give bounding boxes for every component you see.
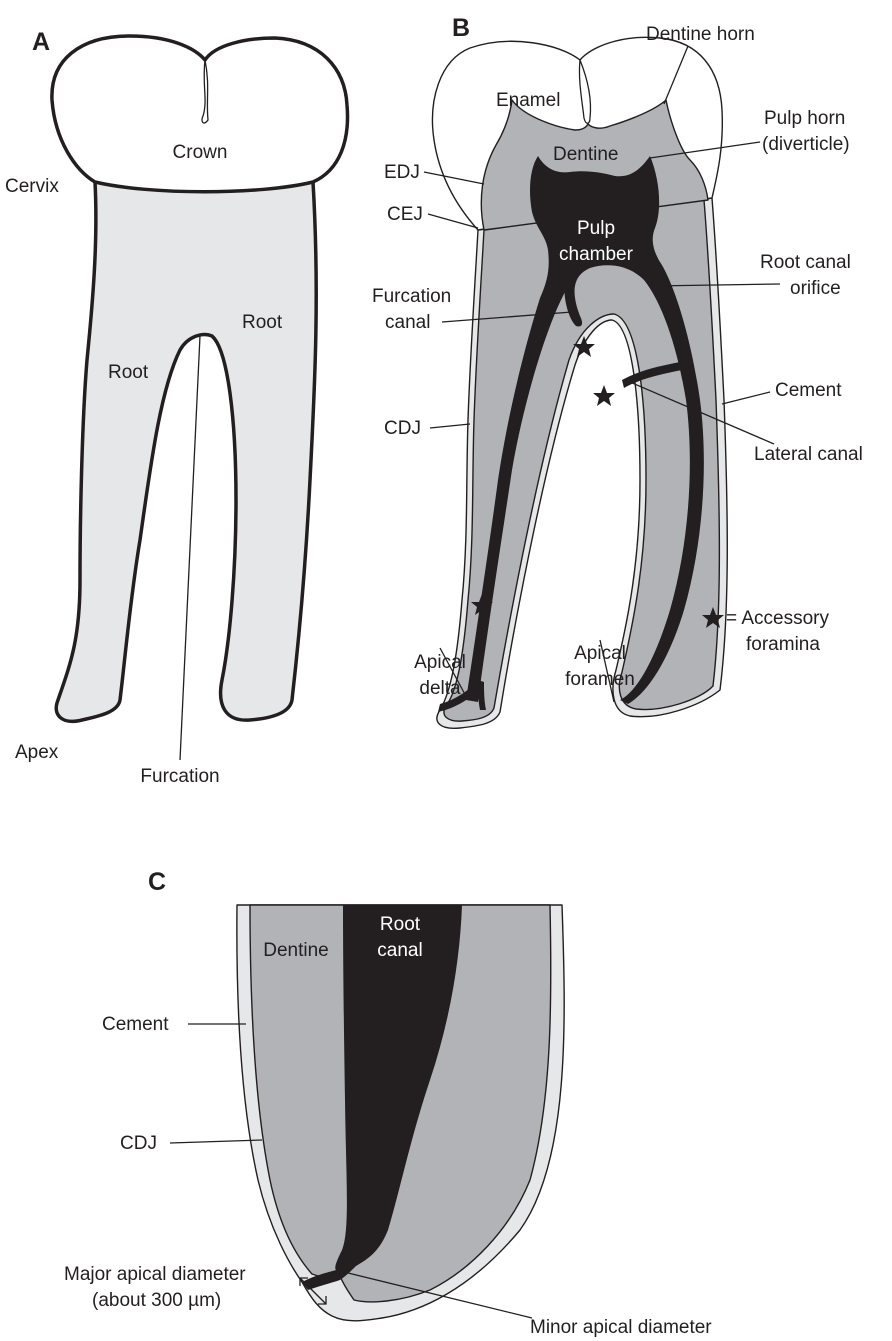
- panel-b-enamel-label: Enamel: [496, 90, 560, 111]
- panel-b-lateral-canal-label: Lateral canal: [754, 444, 863, 465]
- panel-c-major-apical-diameter-label-1: Major apical diameter: [64, 1264, 246, 1285]
- panel-b-dentine-label: Dentine: [553, 144, 619, 165]
- panel-b-accessory-foramina-label-2: foramina: [746, 634, 820, 655]
- panel-b-apical-foramen-label-1: Apical: [574, 643, 626, 664]
- panel-b-star-lateral: [593, 385, 615, 406]
- panel-b-pulp-horn-label-1: Pulp horn: [764, 108, 845, 129]
- panel-b-pulp-chamber-label-2: chamber: [559, 244, 634, 265]
- panel-a-cervix-label: Cervix: [5, 176, 59, 197]
- panel-c-root-canal-label-1: Root: [380, 914, 421, 935]
- panel-b-cement-label: Cement: [775, 380, 842, 401]
- panel-b-dentine-horn-label: Dentine horn: [646, 24, 755, 45]
- panel-b-letter: B: [452, 14, 470, 42]
- panel-a-furcation-label: Furcation: [140, 766, 219, 787]
- panel-b-cement-leader: [722, 392, 770, 404]
- panel-b-apical-delta-label-2: delta: [419, 678, 461, 699]
- panel-c-major-apical-diameter-label-2: (about 300 µm): [92, 1290, 221, 1311]
- panel-a-root-left-label: Root: [108, 362, 149, 383]
- panel-b-cdj-label: CDJ: [384, 418, 421, 439]
- panel-a-root-right-label: Root: [242, 312, 283, 333]
- panel-b-root-canal-orifice-label-2: orifice: [790, 278, 841, 299]
- panel-c-cement-label: Cement: [102, 1014, 169, 1035]
- panel-b-apical-foramen-label-2: foramen: [565, 669, 635, 690]
- panel-a-crown: [52, 36, 348, 192]
- panel-b-pulp-horn-label-2: (diverticle): [762, 134, 850, 155]
- panel-b-furcation-canal-label-1: Furcation: [372, 286, 451, 307]
- panel-c-letter: C: [148, 868, 166, 896]
- panel-a: A Crown Cervix Root Root Apex Furcation: [5, 28, 348, 787]
- panel-b-edj-label: EDJ: [384, 162, 420, 183]
- panel-b-apical-delta-label-1: Apical: [414, 652, 466, 673]
- panel-a-letter: A: [32, 28, 50, 56]
- panel-c-cdj-leader: [170, 1140, 262, 1143]
- panel-a-furcation-leader: [180, 336, 200, 760]
- panel-b-accessory-foramina-label-1: = Accessory: [726, 608, 829, 629]
- panel-a-crown-label: Crown: [173, 142, 228, 163]
- panel-b-cdj-leader: [430, 424, 470, 428]
- panel-c-dentine-label: Dentine: [263, 940, 329, 961]
- panel-b: B Dentine horn Enamel EDJ Dentine Pulp h…: [372, 14, 863, 728]
- panel-b-pulp-chamber-label-1: Pulp: [577, 218, 615, 239]
- panel-b-cej-label: CEJ: [387, 204, 423, 225]
- panel-b-root-canal-orifice-label-1: Root canal: [760, 252, 851, 273]
- panel-c: C Root canal Dentine Cement CDJ Major ap…: [64, 868, 712, 1338]
- panel-c-root-canal-label-2: canal: [377, 940, 422, 961]
- panel-b-furcation-canal-label-2: canal: [385, 312, 430, 333]
- panel-c-cdj-label: CDJ: [120, 1133, 157, 1154]
- panel-c-minor-apical-diameter-label: Minor apical diameter: [530, 1317, 712, 1338]
- panel-a-apex-label: Apex: [15, 742, 59, 763]
